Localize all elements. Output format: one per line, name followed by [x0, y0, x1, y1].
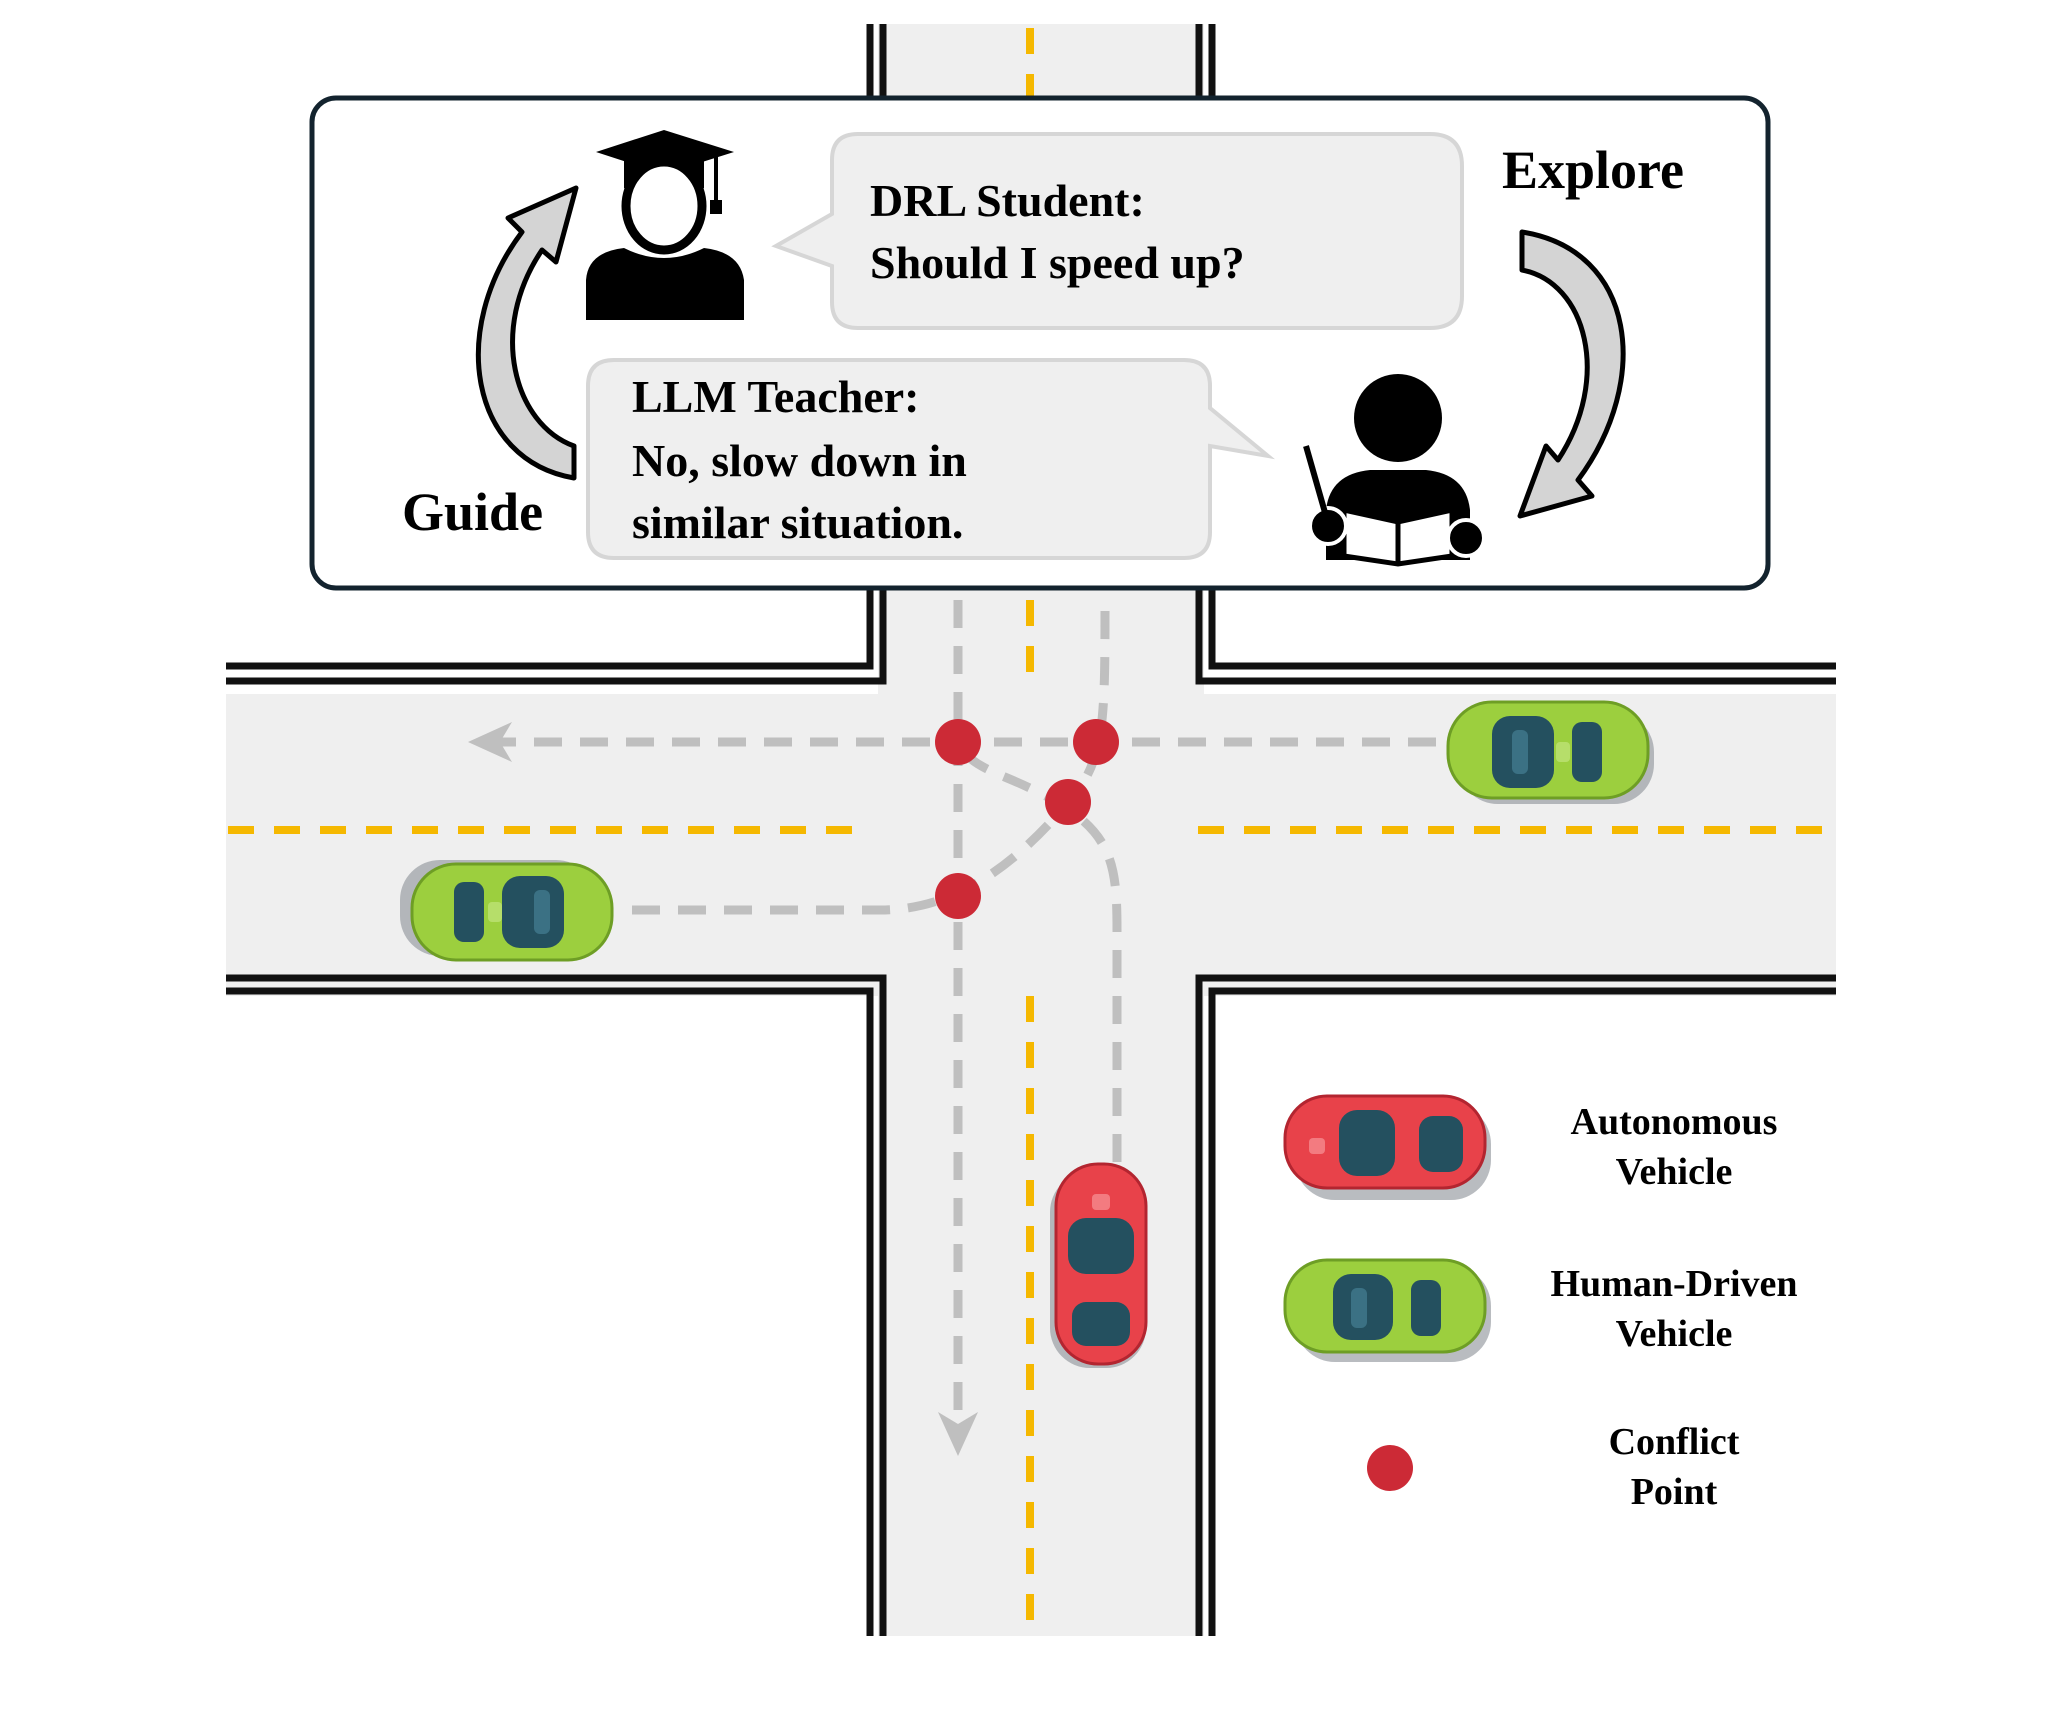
west-arrowhead: [468, 722, 512, 762]
legend-autonomous-line-2: Vehicle: [1616, 1151, 1733, 1193]
legend-human-line-1: Human-Driven: [1551, 1263, 1798, 1305]
conflict-point: [935, 873, 981, 919]
legend-autonomous-car-icon: [1283, 1094, 1491, 1200]
teacher-title: LLM Teacher:: [632, 371, 919, 422]
explore-label: Explore: [1502, 140, 1684, 200]
guide-label: Guide: [402, 482, 543, 542]
lane-markings: [228, 28, 1836, 1636]
legend-human-line-2: Vehicle: [1616, 1313, 1733, 1355]
teacher-line-1: No, slow down in: [632, 435, 967, 486]
conflict-point: [1073, 719, 1119, 765]
south-arrowhead: [938, 1412, 978, 1456]
teacher-speech-bubble: LLM Teacher: No, slow down in similar si…: [586, 358, 1276, 560]
human-driven-car: [400, 860, 614, 962]
teacher-line-2: similar situation.: [632, 497, 963, 548]
curved-arrow-explore-icon: [1517, 229, 1626, 519]
road-edges: [226, 24, 1836, 1636]
conflict-point: [935, 719, 981, 765]
legend-autonomous-line-1: Autonomous: [1571, 1101, 1778, 1143]
autonomous-car: [1050, 1162, 1148, 1368]
curved-arrow-guide-icon: [476, 185, 579, 481]
student-speech-bubble: DRL Student: Should I speed up?: [771, 132, 1464, 330]
student-title: DRL Student:: [870, 175, 1145, 226]
student-question: Should I speed up?: [870, 237, 1245, 288]
legend-human-car-icon: [1283, 1258, 1491, 1362]
legend-conflict-line-2: Point: [1631, 1471, 1718, 1513]
legend: Autonomous Vehicle Human-Driven Vehicle …: [1283, 1094, 1798, 1513]
legend-conflict-point-icon: [1367, 1445, 1413, 1491]
dialogue-panel: DRL Student: Should I speed up? LLM Teac…: [309, 95, 1771, 591]
human-driven-car: [1446, 700, 1654, 804]
conflict-points: [935, 719, 1119, 919]
teacher-reading-icon: [1303, 374, 1486, 567]
graduation-cap-student-icon: [586, 130, 744, 320]
conflict-point: [1045, 779, 1091, 825]
legend-conflict-line-1: Conflict: [1609, 1421, 1740, 1463]
